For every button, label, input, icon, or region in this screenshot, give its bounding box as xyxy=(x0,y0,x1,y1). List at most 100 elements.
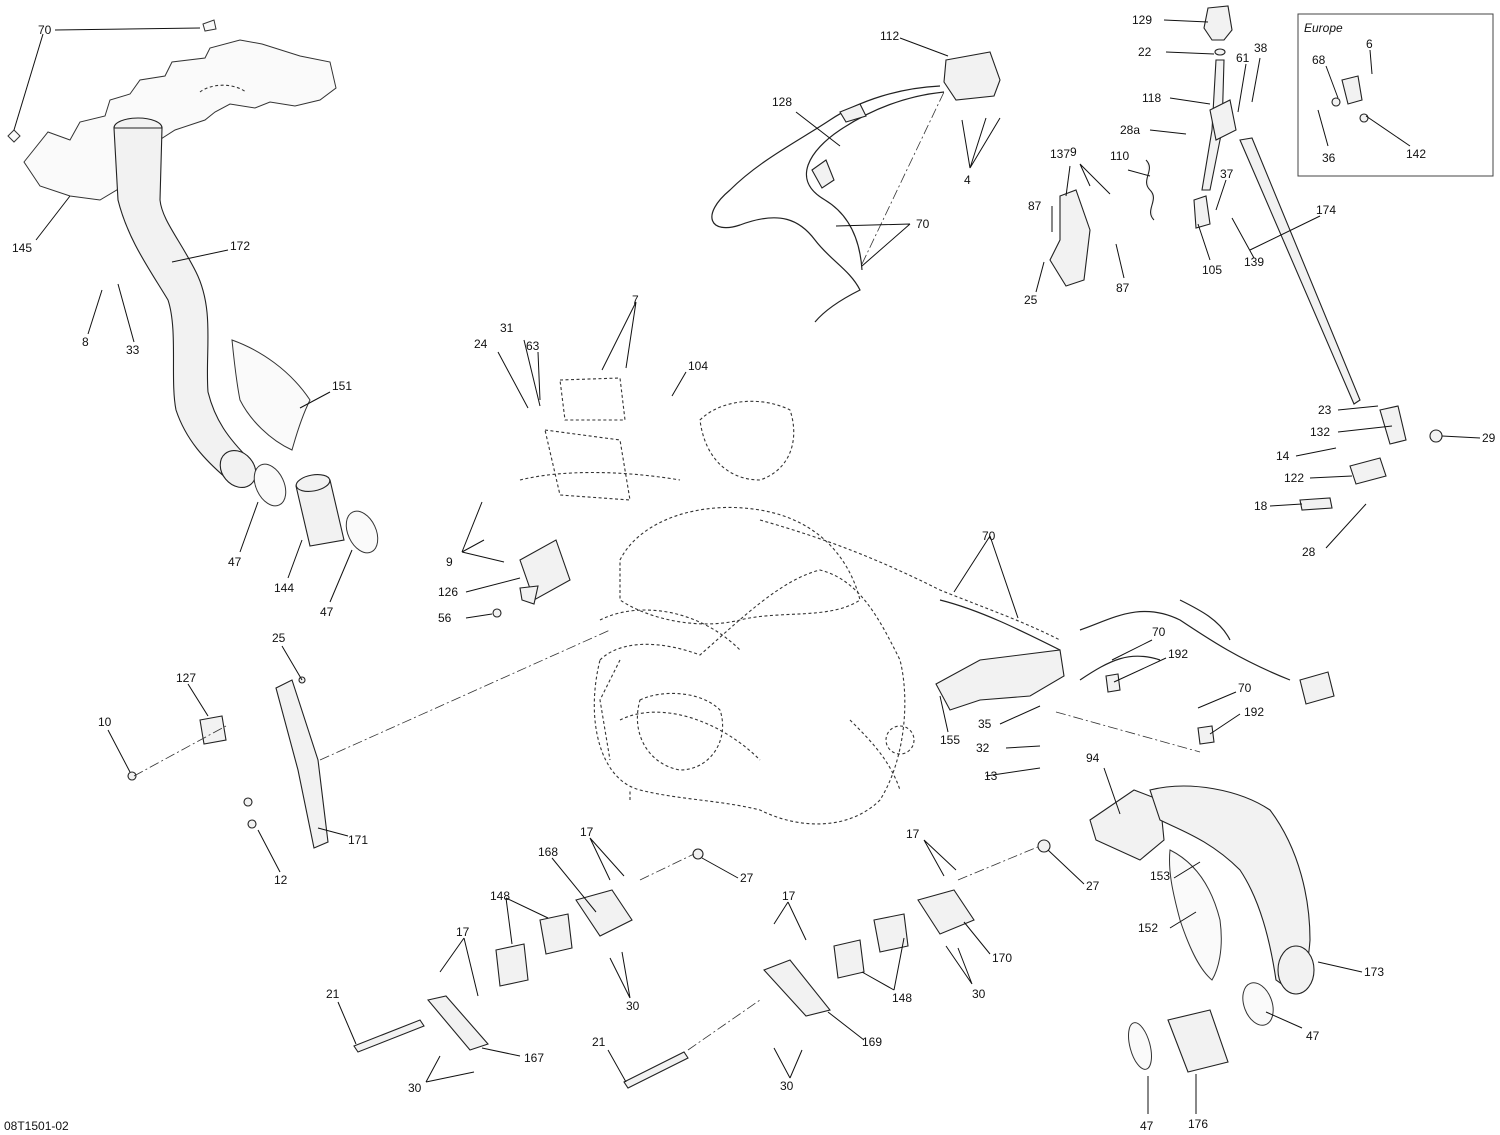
leader-lines xyxy=(13,19,1481,1114)
callout-30: 30 xyxy=(972,987,986,1001)
callout-24: 24 xyxy=(474,337,488,351)
engine-mounts-drawing xyxy=(353,839,1051,1089)
callout-170: 170 xyxy=(992,951,1012,965)
europe-inset-title: Europe xyxy=(1304,21,1343,35)
callout-37: 37 xyxy=(1220,167,1234,181)
air-intake-plate-drawing xyxy=(7,19,337,201)
callout-122: 122 xyxy=(1284,471,1304,485)
callout-192: 192 xyxy=(1168,647,1188,661)
callout-63: 63 xyxy=(526,339,540,353)
callout-132: 132 xyxy=(1310,425,1330,439)
callout-17: 17 xyxy=(906,827,920,841)
callout-70: 70 xyxy=(1152,625,1166,639)
callout-168: 168 xyxy=(538,845,558,859)
callout-105: 105 xyxy=(1202,263,1222,277)
callout-169: 169 xyxy=(862,1035,882,1049)
callout-152: 152 xyxy=(1138,921,1158,935)
callout-61: 61 xyxy=(1236,51,1250,65)
callout-13: 13 xyxy=(984,769,998,783)
callout-18: 18 xyxy=(1254,499,1268,513)
callout-47: 47 xyxy=(1306,1029,1320,1043)
callout-labels: 70 145 172 8 33 151 47 144 47 7 31 24 63… xyxy=(4,13,1496,1133)
callout-142: 142 xyxy=(1406,147,1426,161)
callout-47: 47 xyxy=(320,605,334,619)
callout-104: 104 xyxy=(688,359,708,373)
callout-25: 25 xyxy=(1024,293,1038,307)
callout-47: 47 xyxy=(228,555,242,569)
shifter-drawing xyxy=(1049,5,1443,511)
callout-30: 30 xyxy=(626,999,640,1013)
callout-30: 30 xyxy=(408,1081,422,1095)
callout-70: 70 xyxy=(1238,681,1252,695)
throttle-cable-drawing xyxy=(711,51,1001,323)
diagram-code: 08T1501-02 xyxy=(4,1119,69,1133)
muffler-bracket-drawing xyxy=(935,599,1335,745)
callout-12: 12 xyxy=(274,873,288,887)
callout-171: 171 xyxy=(348,833,368,847)
callout-28a: 28a xyxy=(1120,123,1140,137)
callout-173: 173 xyxy=(1364,965,1384,979)
callout-17: 17 xyxy=(782,889,796,903)
callout-145: 145 xyxy=(12,241,32,255)
callout-17: 17 xyxy=(456,925,470,939)
alignment-axes xyxy=(133,91,1201,1051)
callout-17: 17 xyxy=(580,825,594,839)
callout-21: 21 xyxy=(326,987,340,1001)
callout-10: 10 xyxy=(98,715,112,729)
callout-144: 144 xyxy=(274,581,294,595)
callout-151: 151 xyxy=(332,379,352,393)
callout-118: 118 xyxy=(1142,91,1161,105)
callout-126: 126 xyxy=(438,585,458,599)
electrical-box-drawing xyxy=(492,539,571,618)
front-bracket-drawing xyxy=(127,676,329,849)
callout-22: 22 xyxy=(1138,45,1152,59)
callout-25: 25 xyxy=(272,631,286,645)
callout-21: 21 xyxy=(592,1035,606,1049)
callout-32: 32 xyxy=(976,741,990,755)
callout-70: 70 xyxy=(916,217,930,231)
callout-137: 137 xyxy=(1050,147,1070,161)
callout-68: 68 xyxy=(1312,53,1326,67)
engine-assembly-drawing xyxy=(519,377,1061,825)
callout-23: 23 xyxy=(1318,403,1332,417)
callout-155: 155 xyxy=(940,733,960,747)
outlet-tubes-drawing xyxy=(1089,785,1315,1073)
callout-148: 148 xyxy=(892,991,912,1005)
callout-172: 172 xyxy=(230,239,250,253)
callout-38: 38 xyxy=(1254,41,1268,55)
callout-110: 110 xyxy=(1110,149,1129,163)
callout-176: 176 xyxy=(1188,1117,1208,1131)
callout-192: 192 xyxy=(1244,705,1264,719)
callout-112: 112 xyxy=(880,29,899,43)
callout-29: 29 xyxy=(1482,431,1496,445)
callout-129: 129 xyxy=(1132,13,1152,27)
callout-27: 27 xyxy=(1086,879,1100,893)
callout-6: 6 xyxy=(1366,37,1373,51)
callout-33: 33 xyxy=(126,343,140,357)
callout-70: 70 xyxy=(38,23,52,37)
callout-7: 7 xyxy=(632,293,639,307)
intake-tube-drawing xyxy=(113,117,311,489)
callout-87: 87 xyxy=(1028,199,1042,213)
callout-94: 94 xyxy=(1086,751,1100,765)
callout-4: 4 xyxy=(964,173,971,187)
callout-128: 128 xyxy=(772,95,792,109)
intake-clamps-drawing xyxy=(253,463,379,554)
callout-30: 30 xyxy=(780,1079,794,1093)
callout-174: 174 xyxy=(1316,203,1336,217)
callout-148: 148 xyxy=(490,889,510,903)
callout-31: 31 xyxy=(500,321,514,335)
callout-153: 153 xyxy=(1150,869,1170,883)
callout-9: 9 xyxy=(1070,145,1077,159)
callout-27: 27 xyxy=(740,871,754,885)
callout-9: 9 xyxy=(446,555,453,569)
callout-35: 35 xyxy=(978,717,992,731)
callout-14: 14 xyxy=(1276,449,1290,463)
callout-8: 8 xyxy=(82,335,89,349)
callout-127: 127 xyxy=(176,671,196,685)
callout-70: 70 xyxy=(982,529,996,543)
callout-167: 167 xyxy=(524,1051,544,1065)
callout-139: 139 xyxy=(1244,255,1264,269)
callout-36: 36 xyxy=(1322,151,1336,165)
